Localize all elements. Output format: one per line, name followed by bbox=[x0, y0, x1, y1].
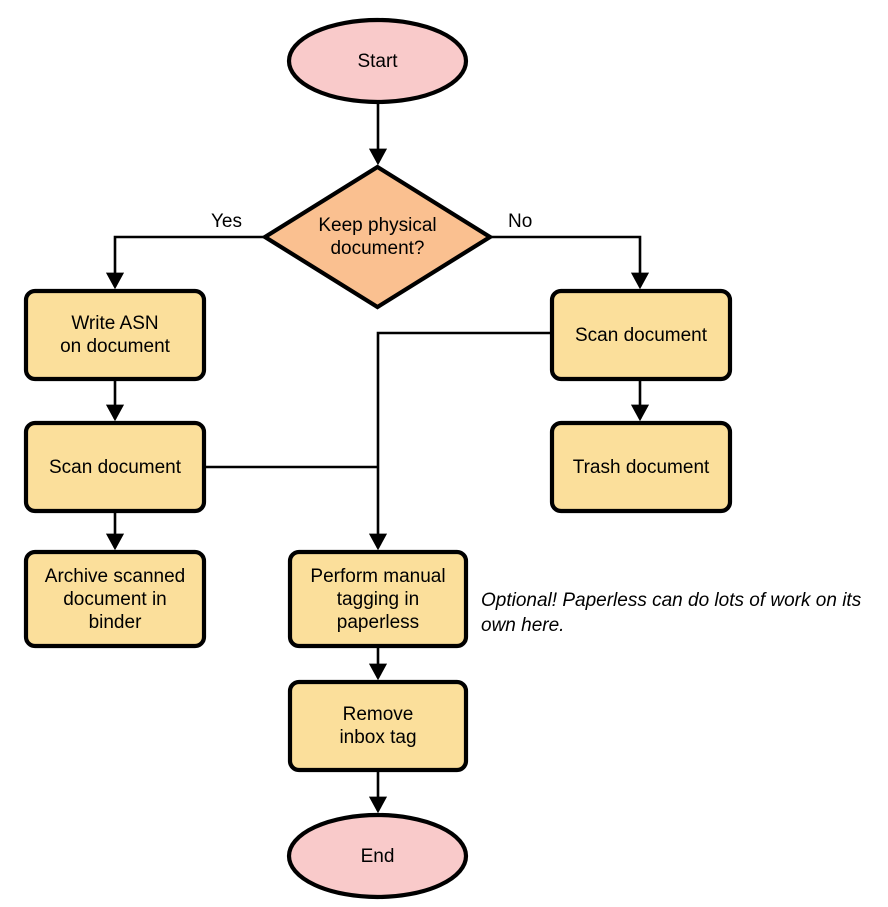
node-end-shape[interactable] bbox=[286, 812, 469, 900]
node-trash-shape[interactable] bbox=[549, 420, 733, 514]
edge-decision-no-to-scan-right bbox=[490, 235, 650, 290]
node-layer bbox=[23, 17, 733, 900]
node-remove-inbox-shape[interactable] bbox=[287, 679, 469, 773]
edge-layer bbox=[105, 102, 650, 814]
edge-decision-yes-to-write-asn bbox=[105, 235, 265, 290]
node-scan-right-shape[interactable] bbox=[549, 288, 733, 382]
node-archive-shape[interactable] bbox=[23, 549, 207, 649]
node-write-asn-shape[interactable] bbox=[23, 288, 207, 382]
node-start-shape[interactable] bbox=[286, 17, 469, 105]
optional-note: Optional! Paperless can do lots of work … bbox=[481, 590, 862, 636]
node-scan-left-shape[interactable] bbox=[23, 420, 207, 514]
edge-scan-right-to-manual-tagging bbox=[368, 331, 552, 551]
node-manual-tagging-shape[interactable] bbox=[287, 549, 469, 649]
node-decision-shape[interactable] bbox=[261, 164, 494, 310]
